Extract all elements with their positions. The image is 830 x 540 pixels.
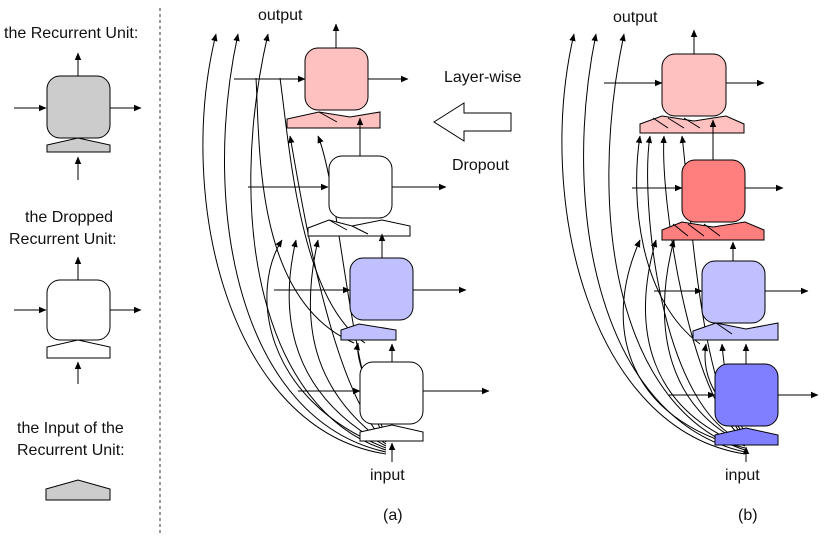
legend-input-shape (45, 479, 111, 501)
panel-b-caption: (b) (738, 507, 758, 524)
panel-a-unit-2 (274, 233, 467, 341)
panel-b-unit-1 (669, 343, 819, 462)
panel-a-unit-2-box (349, 257, 414, 321)
recurrent-unit-box (46, 75, 111, 139)
panel-b-unit-2-input (692, 322, 779, 341)
legend-input-label-1: the Input of the (17, 420, 124, 437)
panel-b-unit-1-box (714, 363, 779, 427)
panel-a-unit-3 (248, 117, 447, 237)
panel-a-unit-4-box (304, 47, 369, 111)
panel-b-input-label: input (725, 467, 760, 484)
legend-input-label-2: Recurrent Unit: (17, 442, 125, 459)
legend-recurrent-unit-label: the Recurrent Unit: (4, 25, 138, 42)
panel-b-output-label: output (613, 9, 658, 26)
panel-a-caption: (a) (383, 507, 403, 524)
panel-a-unit-1 (298, 343, 490, 462)
dropped-unit-input-shape (46, 339, 111, 359)
panel-b-unit-4-box (661, 53, 727, 117)
panel-a-unit-3-box (328, 155, 393, 219)
panel-b-unit-3 (632, 119, 784, 241)
panel-b-unit-3-box (681, 159, 746, 223)
panel-a-unit-1-input (359, 424, 424, 442)
panel-b-unit-2-box (701, 260, 766, 324)
panel-a-input-label: input (370, 467, 405, 484)
hollow-left-arrow (433, 102, 512, 142)
panel-a-unit-2-input (340, 323, 397, 341)
legend: the Recurrent Unit: the Dropped Recurren… (4, 25, 142, 501)
panel-b-unit-2 (654, 241, 809, 341)
panel-a-unit-3-input (307, 219, 411, 237)
panel-b-unit-4 (604, 29, 765, 134)
legend-dropped-unit-label-1: the Dropped (25, 209, 113, 226)
legend-dropped-unit (14, 256, 142, 384)
panel-a-unit-4 (234, 23, 409, 129)
legend-dropped-unit-label-2: Recurrent Unit: (9, 231, 117, 248)
dropped-unit-box (46, 279, 111, 341)
arrow-label-bottom: Dropout (452, 157, 509, 174)
legend-recurrent-unit (14, 52, 142, 180)
panel-a-unit-1-box (359, 361, 424, 425)
layerwise-dropout-arrow: Layer-wise Dropout (433, 69, 521, 174)
panel-b-unit-1-input (714, 427, 779, 446)
panel-b: output input (b) (561, 9, 819, 524)
arrow-label-top: Layer-wise (444, 69, 521, 86)
panel-a-output-label: output (258, 7, 303, 24)
recurrent-unit-input-shape (46, 137, 111, 153)
panel-b-unit-4-input (639, 115, 745, 134)
panel-a: output input (a) (202, 7, 490, 524)
